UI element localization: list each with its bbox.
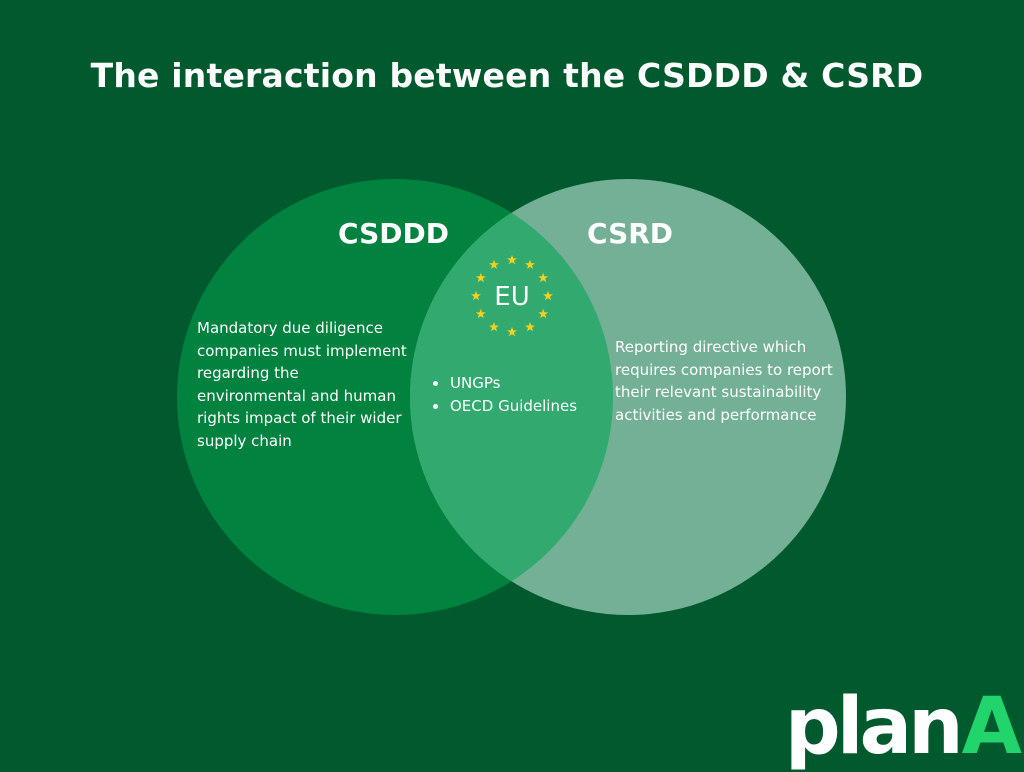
star-icon	[538, 308, 549, 319]
logo-text-main: plan	[784, 682, 964, 772]
star-icon	[525, 259, 535, 270]
overlap-region	[410, 179, 613, 615]
star-icon	[538, 272, 549, 283]
star-icon	[525, 321, 535, 332]
star-icon	[489, 321, 499, 332]
eu-emblem-text: EU	[494, 282, 530, 312]
overlap-item-oecd: OECD Guidelines	[430, 395, 577, 418]
star-icon	[471, 290, 481, 301]
overlap-list: UNGPs OECD Guidelines	[430, 372, 577, 418]
csddd-description: Mandatory due diligence companies must i…	[197, 319, 407, 450]
star-icon	[507, 254, 517, 265]
bullet-icon	[433, 381, 438, 386]
star-icon	[543, 290, 553, 301]
csddd-label: CSDDD	[338, 217, 449, 250]
overlap-item-ungps: UNGPs	[430, 372, 577, 395]
csrd-label: CSRD	[587, 217, 674, 250]
star-icon	[475, 308, 486, 319]
overlap-item-label: OECD Guidelines	[450, 397, 578, 415]
overlap-item-label: UNGPs	[450, 374, 501, 392]
star-icon	[489, 259, 499, 270]
star-icon	[507, 326, 517, 337]
page-title: The interaction between the CSDDD & CSRD	[90, 56, 924, 95]
star-icon	[475, 272, 486, 283]
bullet-icon	[433, 404, 438, 409]
logo-text-accent: A	[961, 682, 1022, 772]
plana-logo: planA	[785, 688, 1022, 766]
eu-stars-icon	[471, 254, 553, 337]
csrd-description: Reporting directive which requires compa…	[615, 338, 833, 424]
